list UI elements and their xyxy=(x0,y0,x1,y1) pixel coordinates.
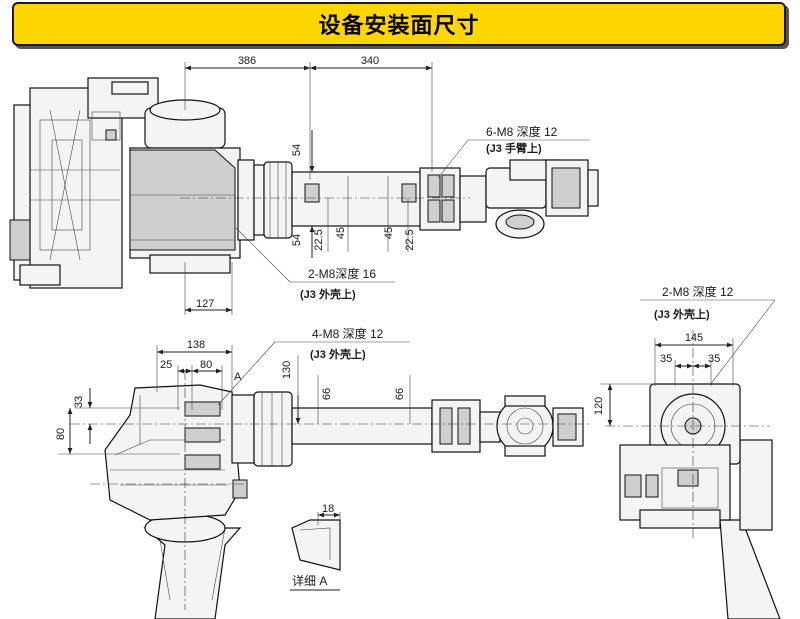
side-view-pedestal xyxy=(143,513,242,619)
top-view-vertical-dims: 54 54 22.5 45 45 22.5 xyxy=(291,130,416,258)
dim-25: 25 xyxy=(160,359,172,371)
callout-2m8-16: 2-M8深度 16 (J3 外壳上) xyxy=(235,227,395,301)
dim-130-group: 130 xyxy=(281,355,301,424)
side-view-arm xyxy=(291,399,501,453)
dim-35-right: 35 xyxy=(708,353,720,365)
dim-120: 120 xyxy=(593,397,605,415)
callout-6m8-sub: (J3 手臂上) xyxy=(486,141,542,155)
callout-2m8-16-sub: (J3 外壳上) xyxy=(300,287,356,301)
callout-4m8-sub: (J3 外壳上) xyxy=(310,347,366,361)
top-view-flange xyxy=(237,159,293,241)
dim-386-group: 386 340 xyxy=(184,55,433,180)
dim-127-group: 127 xyxy=(184,262,233,315)
callout-4m8: 4-M8 深度 12 (J3 外壳上) xyxy=(217,326,410,406)
side-view-joint xyxy=(231,391,293,499)
dim-66-left: 66 xyxy=(321,388,333,400)
detail-a-label: 详细 A xyxy=(292,573,327,588)
dim-25-80-group: 25 80 A xyxy=(160,359,242,410)
end-view-housing xyxy=(619,383,741,529)
dim-33: 33 xyxy=(73,396,85,408)
dim-54-lower: 54 xyxy=(291,234,303,246)
dim-80-left: 80 xyxy=(55,428,67,440)
dim-22-5-right: 22.5 xyxy=(404,229,416,250)
detail-a: 18 详细 A xyxy=(290,503,341,591)
callout-2m8-12-sub: (J3 外壳上) xyxy=(654,307,710,321)
page-title: 设备安装面尺寸 xyxy=(318,14,480,39)
dim-54-upper: 54 xyxy=(291,144,303,156)
top-view-motor-housing xyxy=(129,99,241,274)
side-view-wrist xyxy=(496,395,584,457)
callout-2m8-12: 2-M8 深度 12 (J3 外壳上) xyxy=(640,284,776,386)
dim-33-group: 33 xyxy=(73,388,180,444)
callout-6m8: 6-M8 深度 12 (J3 手臂上) xyxy=(437,124,590,179)
dim-386: 386 xyxy=(238,55,256,67)
dim-35-left: 35 xyxy=(660,353,672,365)
callout-2m8-16-text: 2-M8深度 16 xyxy=(308,266,376,281)
dim-80-top: 80 xyxy=(200,359,212,371)
dim-120-group: 120 xyxy=(593,383,655,426)
dim-35-group: 35 35 xyxy=(660,353,720,386)
callout-2m8-12-text: 2-M8 深度 12 xyxy=(662,284,734,299)
end-view-column xyxy=(719,439,781,619)
dim-340: 340 xyxy=(361,55,379,67)
side-view: 138 25 80 A 33 80 13 xyxy=(55,326,590,619)
dim-127: 127 xyxy=(196,298,214,310)
callout-4m8-text: 4-M8 深度 12 xyxy=(312,326,384,341)
end-view: 145 35 35 120 2-M8 深度 12 (J3 外壳上) xyxy=(593,284,781,619)
dim-45-right: 45 xyxy=(383,227,395,239)
dim-138: 138 xyxy=(187,339,205,351)
dim-145-group: 145 xyxy=(654,332,734,386)
marker-a: A xyxy=(234,371,242,383)
side-view-housing xyxy=(104,384,241,521)
dim-130: 130 xyxy=(281,361,293,379)
dim-45-left: 45 xyxy=(335,227,347,239)
top-view-wrist xyxy=(485,159,599,239)
dim-80-left-group: 80 xyxy=(55,408,180,455)
title-banner: 设备安装面尺寸 xyxy=(12,2,786,46)
dim-66-group: 66 66 xyxy=(317,375,411,424)
dim-138-group: 138 xyxy=(156,339,233,392)
dim-22-5-left: 22.5 xyxy=(313,229,325,250)
top-view: 386 340 127 54 54 22.5 45 45 22.5 xyxy=(9,55,599,315)
top-view-arm-tube xyxy=(291,167,487,231)
detail-dim-18: 18 xyxy=(322,503,334,515)
callout-6m8-text: 6-M8 深度 12 xyxy=(486,124,558,139)
dim-66-right: 66 xyxy=(394,388,406,400)
dim-145: 145 xyxy=(685,332,703,344)
